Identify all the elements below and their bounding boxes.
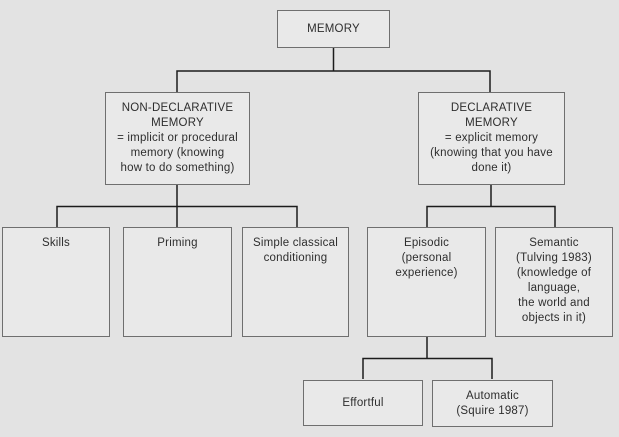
node-automatic: Automatic (Squire 1987) (432, 380, 553, 427)
node-skills: Skills (2, 227, 110, 337)
node-effortful: Effortful (303, 380, 423, 426)
node-semantic: Semantic (Tulving 1983) (knowledge of la… (495, 227, 613, 337)
node-memory: MEMORY (277, 10, 390, 48)
node-simple-classical-conditioning: Simple classical conditioning (242, 227, 349, 337)
node-episodic: Episodic (personal experience) (367, 227, 486, 337)
node-non-declarative-memory: NON-DECLARATIVE MEMORY = implicit or pro… (105, 92, 250, 185)
node-declarative-memory: DECLARATIVE MEMORY = explicit memory (kn… (418, 92, 565, 185)
node-priming: Priming (123, 227, 232, 337)
